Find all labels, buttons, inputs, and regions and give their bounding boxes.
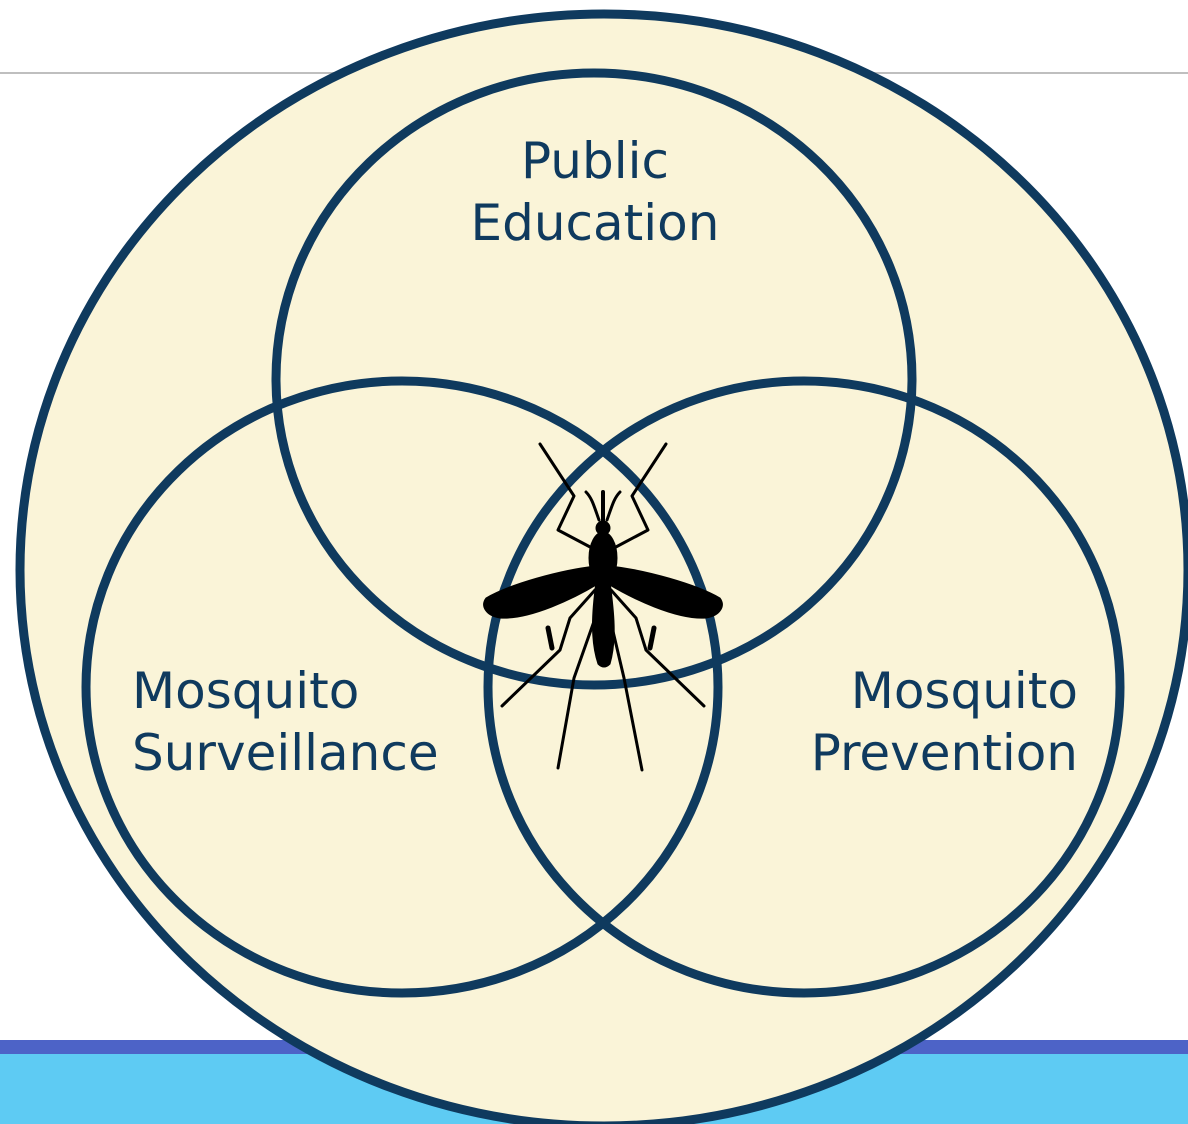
label-mosquito-surveillance-line1: Mosquito	[132, 662, 360, 720]
circle-public-education	[271, 68, 917, 690]
label-public-education-line2: Education	[470, 194, 720, 252]
label-public-education: Public Education	[445, 130, 745, 254]
label-mosquito-surveillance-line2: Surveillance	[132, 724, 439, 782]
circle-mosquito-surveillance	[81, 376, 723, 998]
label-mosquito-prevention-line1: Mosquito	[850, 662, 1078, 720]
mosquito-icon	[483, 442, 723, 772]
label-public-education-line1: Public	[521, 132, 669, 190]
label-mosquito-prevention-line2: Prevention	[810, 724, 1078, 782]
label-mosquito-surveillance: Mosquito Surveillance	[132, 660, 439, 784]
circle-mosquito-prevention	[483, 376, 1125, 998]
label-mosquito-prevention: Mosquito Prevention	[760, 660, 1078, 784]
